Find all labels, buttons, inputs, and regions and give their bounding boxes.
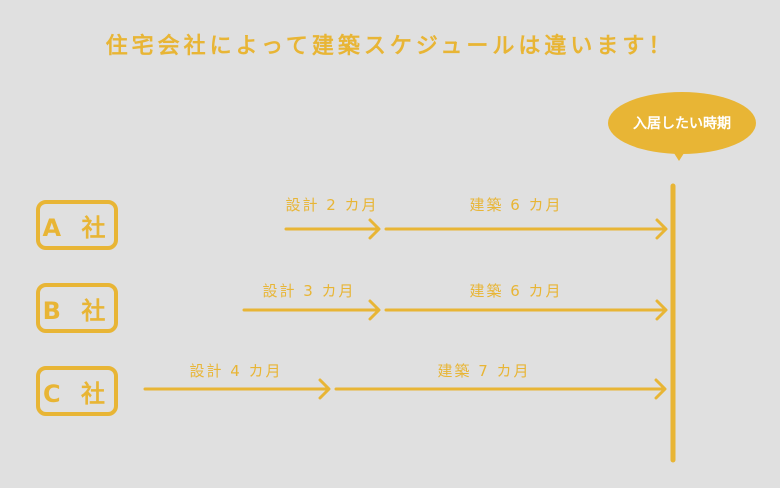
company-b-build-label: 建築 6 カ月	[469, 282, 563, 300]
company-c-box: C 社	[36, 366, 118, 416]
company-b-build-arrow	[384, 299, 668, 321]
company-c-design-arrow	[143, 378, 331, 400]
company-a-build-arrow	[384, 218, 668, 240]
callout-tail	[672, 150, 686, 161]
company-c-design-label: 設計 4 カ月	[189, 362, 283, 380]
move-in-callout-text: 入居したい時期	[633, 116, 731, 132]
company-c-build-arrow	[334, 378, 667, 400]
company-b-box: B 社	[36, 283, 118, 333]
company-b-design-arrow	[242, 299, 381, 321]
company-a-build-label: 建築 6 カ月	[469, 196, 563, 214]
company-a-box: A 社	[36, 200, 118, 250]
company-c-build-label: 建築 7 カ月	[437, 362, 531, 380]
page-title: 住宅会社によって建築スケジュールは違います！	[105, 34, 675, 59]
company-a-design-arrow	[284, 218, 381, 240]
move-in-callout: 入居したい時期	[608, 92, 756, 154]
company-a-design-label: 設計 2 カ月	[285, 196, 379, 214]
company-b-design-label: 設計 3 カ月	[262, 282, 356, 300]
